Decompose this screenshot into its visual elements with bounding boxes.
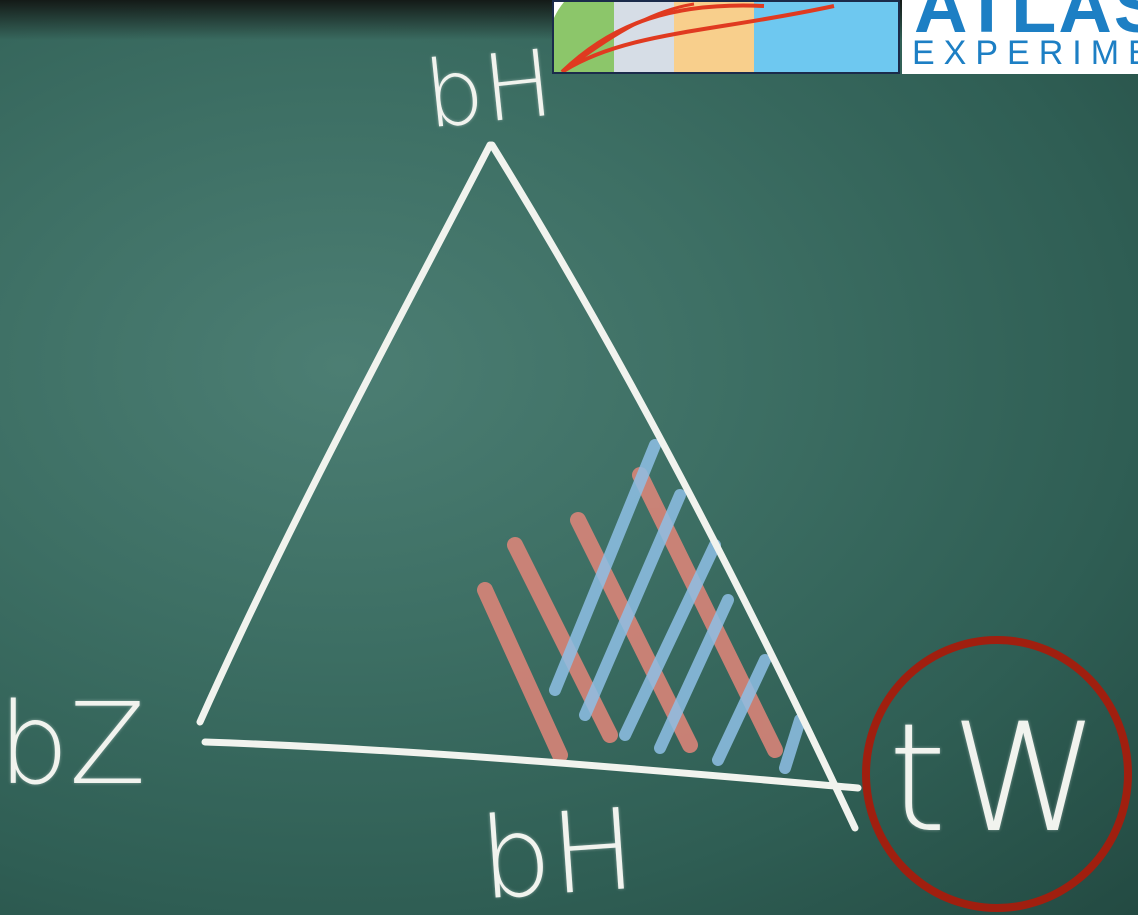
side-label-bottom: bH: [475, 784, 640, 915]
logo-title: ATLAS: [914, 0, 1138, 48]
atlas-detector-icon: [554, 2, 898, 72]
hatch-red: [477, 467, 783, 763]
vertex-label-top: bH: [419, 29, 558, 150]
highlight-circle: [862, 636, 1132, 912]
atlas-logo: ATLAS EXPERIMENT: [902, 0, 1138, 74]
atlas-logo-graphic: [552, 0, 900, 74]
logo-subtitle: EXPERIMENT: [912, 34, 1138, 72]
hatch-blue: [549, 439, 806, 774]
vertex-label-left: bZ: [0, 680, 146, 810]
triangle-outline: [196, 141, 862, 832]
